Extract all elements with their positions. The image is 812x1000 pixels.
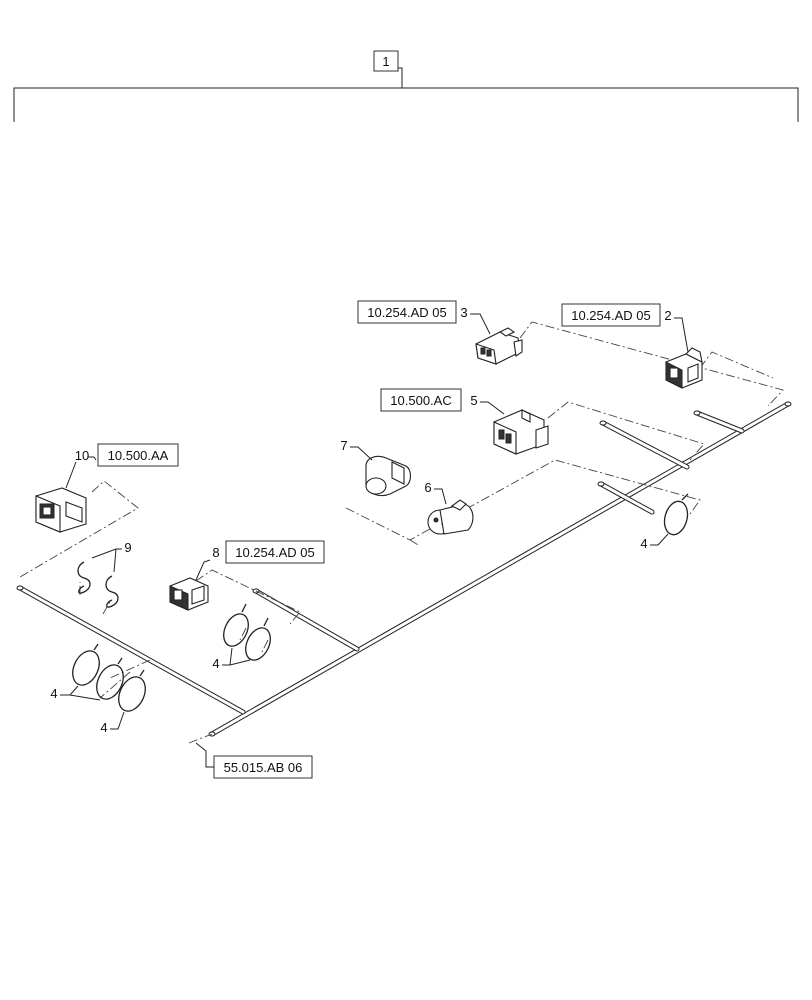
- callout-4-lower: 4: [100, 720, 107, 735]
- connector-7: [365, 455, 412, 497]
- callout-5: 5: [470, 393, 477, 408]
- connector-3: [475, 327, 523, 365]
- ref-label-main: 55.015.AB 06: [224, 760, 303, 775]
- ref-label-10: 10.500.AA: [108, 448, 169, 463]
- item-callouts: 3 2 5 7 6 10 8 9 4 4 4 4: [50, 305, 689, 735]
- callout-9: 9: [124, 540, 131, 555]
- callout-7: 7: [340, 438, 347, 453]
- assembly-lines: [19, 321, 784, 744]
- callout-6: 6: [424, 480, 431, 495]
- ref-label-3: 10.254.AD 05: [367, 305, 447, 320]
- reference-labels: 10.254.AD 05 10.254.AD 05 10.500.AC 10.5…: [97, 300, 661, 779]
- callout-8: 8: [212, 545, 219, 560]
- connector-10: [35, 487, 87, 533]
- callout-1: 1: [382, 54, 389, 69]
- ref-label-8: 10.254.AD 05: [235, 545, 315, 560]
- cable-ties: [72, 493, 689, 712]
- ref-box-2: [561, 303, 661, 327]
- ref-box-8: [225, 540, 325, 564]
- harness-tubes: [16, 401, 792, 737]
- callout-4-left: 4: [50, 686, 57, 701]
- connector-5: [493, 409, 549, 455]
- ref-box-10: [97, 443, 179, 467]
- callout-box-1: [373, 50, 399, 72]
- connector-8: [169, 577, 209, 611]
- ref-label-5: 10.500.AC: [390, 393, 451, 408]
- ref-label-2: 10.254.AD 05: [571, 308, 651, 323]
- callout-4-right: 4: [640, 536, 647, 551]
- ref-box-5: [380, 388, 462, 412]
- callout-10: 10: [75, 448, 89, 463]
- callout-4-middle: 4: [212, 656, 219, 671]
- ref-box-3: [357, 300, 457, 324]
- callout-3: 3: [460, 305, 467, 320]
- connector-2: [665, 347, 703, 389]
- connector-6: [427, 499, 474, 535]
- callout-2: 2: [664, 308, 671, 323]
- assembly-bracket: 1: [13, 50, 799, 122]
